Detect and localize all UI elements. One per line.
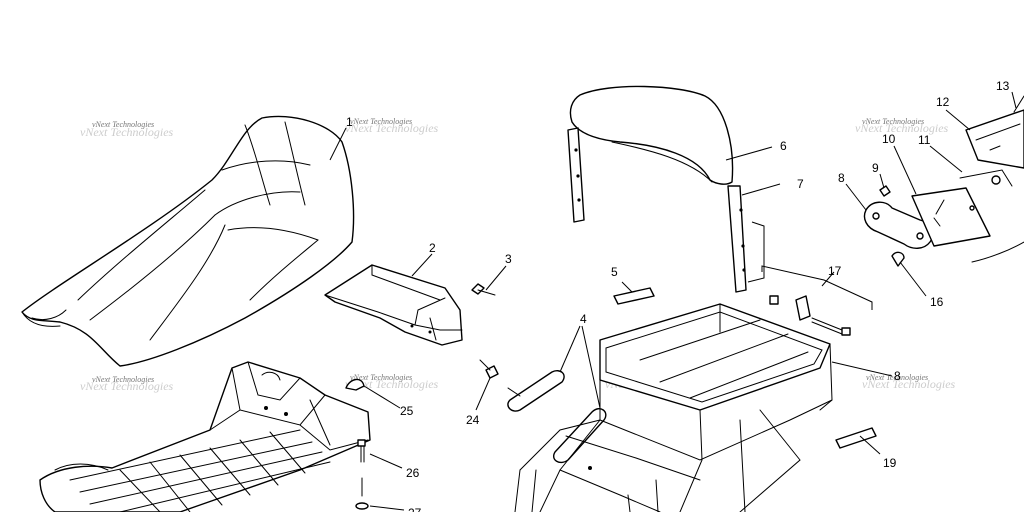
part-washer-27 — [355, 477, 369, 510]
callout-2: 2 — [429, 241, 436, 255]
watermark: vNext Technologies — [92, 375, 154, 384]
part-hardware-17 — [769, 295, 851, 336]
callout-7: 7 — [797, 177, 804, 191]
part-handle-pads — [507, 370, 607, 464]
callout-17: 17 — [828, 264, 842, 278]
watermark-shadow: vNext Technologies — [80, 379, 174, 393]
watermark: vNext Technologies — [350, 373, 412, 382]
watermark: vNext Technologies — [862, 117, 924, 126]
part-light-12 — [965, 109, 1024, 169]
part-lens-11 — [959, 169, 1013, 187]
callout-12: 12 — [936, 95, 950, 109]
callout-25: 25 — [400, 404, 414, 418]
watermark: vNext Technologies — [92, 120, 154, 129]
part-seat-tray — [324, 264, 463, 346]
part-bracket-8 — [863, 201, 934, 249]
callout-13: 13 — [996, 79, 1010, 93]
watermark-shadow: vNext Technologies — [80, 125, 174, 139]
part-seat — [21, 115, 355, 367]
part-bolt-26 — [357, 439, 366, 463]
watermark-shadow: vNext Technologies — [345, 377, 439, 391]
wire — [971, 241, 1024, 263]
callout-5: 5 — [611, 265, 618, 279]
part-clip-24 — [479, 359, 499, 379]
callout-16: 16 — [930, 295, 944, 309]
part-rack-frame — [514, 303, 833, 512]
callout-10: 10 — [882, 132, 896, 146]
watermark: vNext Technologies — [350, 117, 412, 126]
callout-26: 26 — [406, 466, 420, 480]
callout-8-rack: 8 — [894, 369, 901, 383]
part-screw-13 — [1013, 95, 1024, 113]
callout-4: 4 — [580, 312, 587, 326]
watermark-shadow: vNext Technologies — [862, 377, 956, 391]
watermark-shadow: vNext Technologies — [855, 121, 949, 135]
callout-27: 27 — [408, 506, 422, 512]
callout-3: 3 — [505, 252, 512, 266]
callout-19: 19 — [883, 456, 897, 470]
callout-6: 6 — [780, 139, 787, 153]
part-clip-3 — [471, 283, 496, 296]
callout-11: 11 — [918, 133, 931, 147]
callout-8: 8 — [838, 171, 845, 185]
watermark-shadow: vNext Technologies — [345, 121, 439, 135]
callout-9: 9 — [872, 161, 879, 175]
part-screw-9 — [879, 185, 891, 197]
callout-1: 1 — [346, 115, 353, 129]
part-clip-16 — [891, 251, 905, 267]
part-strip-19 — [835, 427, 877, 449]
part-plate-10 — [911, 187, 991, 247]
part-strip-5 — [613, 287, 655, 305]
part-backrest — [567, 85, 747, 293]
watermark: vNext Technologies — [866, 373, 928, 382]
part-seat-base — [39, 361, 371, 512]
callout-24: 24 — [466, 413, 480, 427]
callouts: 1 2 3 4 5 6 7 8 8 9 10 11 12 13 16 17 19… — [346, 79, 1010, 512]
leader-lines — [329, 91, 1017, 511]
